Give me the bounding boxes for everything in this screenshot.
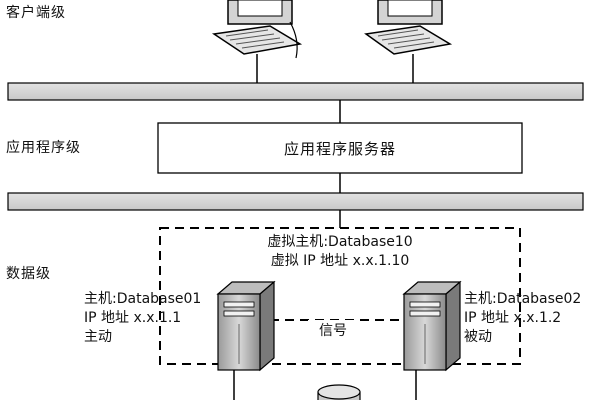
host2-role: 被动 [464,329,492,345]
tier-label-client: 客户端级 [6,5,66,21]
app-server-box [157,122,523,174]
cluster-boundary [159,227,521,365]
server-icon-1 [216,280,276,372]
shared-storage-icon [317,384,361,400]
virtual-host-label: 虚拟主机:Database10 虚拟 IP 地址 x.x.1.10 [160,233,520,271]
tier-label-application: 应用程序级 [6,140,81,156]
workstation-icon-2 [364,0,453,55]
host1-label: 主机:Database01 IP 地址 x.x.1.1 主动 [84,290,201,347]
network-bus-1 [7,82,584,101]
network-bus-2 [7,192,584,211]
tier-label-data: 数据级 [6,266,51,282]
host2-name: 主机:Database02 [464,291,582,307]
virtual-host-ip: 虚拟 IP 地址 x.x.1.10 [270,253,410,269]
workstation-icon-1 [211,0,303,59]
host1-ip: IP 地址 x.x.1.1 [84,310,182,326]
host1-role: 主动 [84,329,112,345]
host2-ip: IP 地址 x.x.1.2 [464,310,562,326]
server-icon-2 [402,280,462,372]
virtual-host-name: 虚拟主机:Database10 [267,234,413,250]
heartbeat-label: 信号 [308,320,358,340]
app-server-label: 应用程序服务器 [283,139,396,158]
host1-name: 主机:Database01 [84,291,202,307]
host2-label: 主机:Database02 IP 地址 x.x.1.2 被动 [464,290,581,347]
